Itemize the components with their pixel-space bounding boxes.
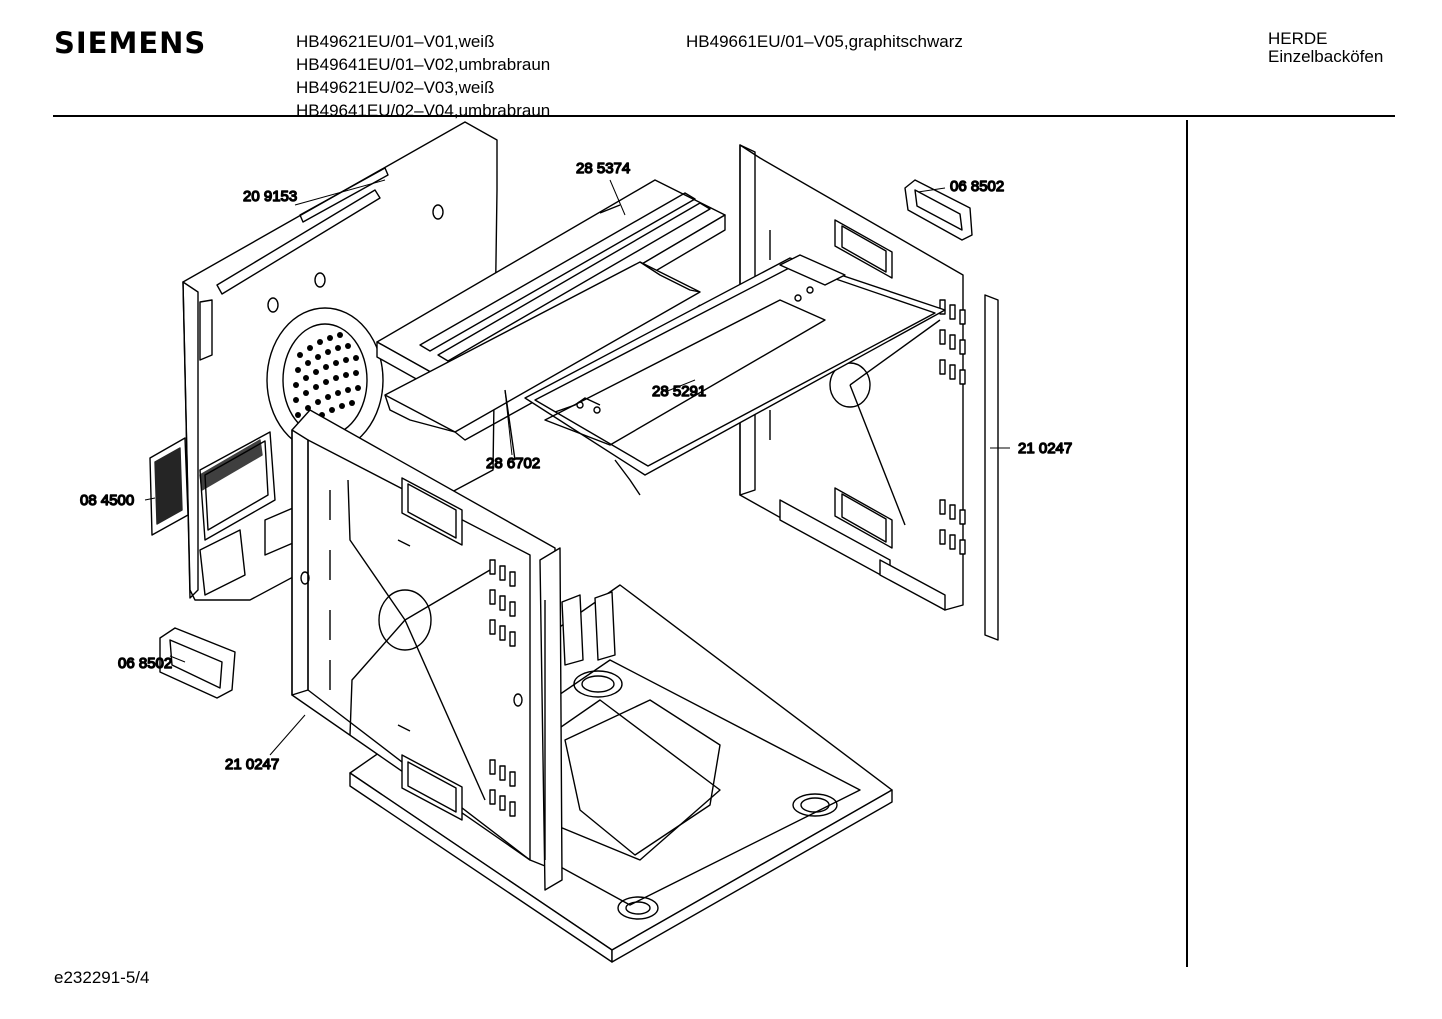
bottom-panel xyxy=(349,584,893,963)
leader-lines xyxy=(144,179,1010,756)
part-label-back-panel: 20 9153 xyxy=(243,188,297,205)
model-list: HB49621EU/01–V01,weiß HB49641EU/01–V02,u… xyxy=(296,30,550,122)
side-panel-left xyxy=(291,409,563,891)
part-label-handle-bottom: 06 8502 xyxy=(118,655,172,672)
part-label-handle-top: 06 8502 xyxy=(950,178,1004,195)
handle-top xyxy=(904,179,973,241)
header-divider xyxy=(53,115,1395,117)
part-label-side-panel-left: 21 0247 xyxy=(225,756,279,773)
vertical-divider xyxy=(1186,120,1188,967)
model-line: HB49621EU/02–V03,weiß xyxy=(296,78,495,97)
category-main: HERDE xyxy=(1268,29,1328,48)
part-label-heating-plate: 28 5291 xyxy=(652,383,706,400)
model-line: HB49641EU/01–V02,umbrabraun xyxy=(296,55,551,74)
brand-logo: SIEMENS xyxy=(54,26,207,60)
model-line-right: HB49661EU/01–V05,graphitschwarz xyxy=(686,32,963,51)
category-sub: Einzelbacköfen xyxy=(1268,47,1384,66)
part-label-control-board: 08 4500 xyxy=(80,492,134,509)
part-label-top-cover: 28 5374 xyxy=(576,160,630,177)
drawing-code: e232291-5/4 xyxy=(54,968,150,987)
part-label-heating-element: 28 6702 xyxy=(486,455,540,472)
part-label-side-panel-right: 21 0247 xyxy=(1018,440,1072,457)
category: HERDE Einzelbacköfen xyxy=(1268,30,1383,66)
model-line: HB49621EU/01–V01,weiß xyxy=(296,32,495,51)
heating-plate xyxy=(524,254,946,496)
control-board xyxy=(149,437,263,536)
